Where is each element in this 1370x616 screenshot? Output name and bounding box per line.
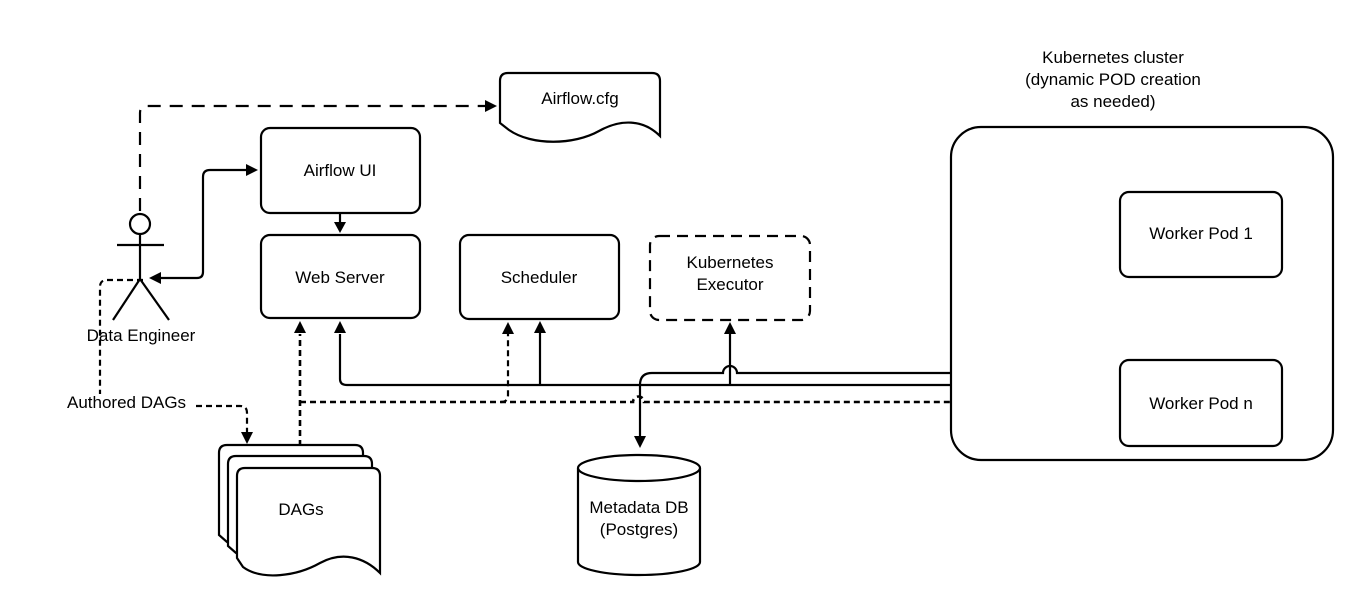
kubernetes-cluster-label-line2: (dynamic POD creation: [1025, 70, 1201, 89]
kubernetes-cluster-label-line1: Kubernetes cluster: [1042, 48, 1184, 67]
arrowhead: [294, 321, 306, 333]
worker-pod-n-box: [1118, 358, 1284, 448]
kubernetes-executor-label-line1: Kubernetes: [687, 253, 774, 272]
metadata-db-label-line2: (Postgres): [600, 520, 678, 539]
worker-pod-n-node: Worker Pod n: [1118, 358, 1284, 448]
edge-engineer-airflow-ui: [161, 168, 246, 280]
metadata-db-node: Metadata DB (Postgres): [576, 453, 702, 577]
data-engineer-figure: Data Engineer: [87, 212, 196, 345]
arrowhead: [534, 321, 546, 333]
scheduler-label: Scheduler: [501, 268, 578, 287]
edge-dag-bus-scheduler: [500, 334, 510, 404]
stick-figure-head: [128, 212, 152, 236]
kubernetes-cluster-label-line3: as needed): [1070, 92, 1155, 111]
stick-figure-leg-right: [139, 278, 170, 321]
edge-engineer-dags-part2: [196, 404, 249, 432]
edge-dag-bus-main: [300, 395, 1106, 404]
kubernetes-executor-node: Kubernetes Executor: [648, 234, 812, 322]
kubernetes-executor-label-line2: Executor: [696, 275, 763, 294]
kubernetes-executor-box: [648, 234, 812, 322]
arrowhead: [149, 272, 161, 284]
scheduler-box: [458, 233, 621, 321]
dags-sheet-front: [235, 466, 382, 577]
airflow-cfg-node: Airflow.cfg: [498, 71, 662, 143]
web-server-label: Web Server: [295, 268, 385, 287]
airflow-ui-box: [259, 126, 422, 215]
worker-pod-n-label: Worker Pod n: [1149, 394, 1253, 413]
arrowhead: [502, 322, 514, 334]
edge-engineer-cfg: [138, 104, 485, 211]
worker-pod-1-node: Worker Pod 1: [1118, 190, 1284, 279]
airflow-ui-node: Airflow UI: [259, 126, 422, 215]
metadata-db-label-line1: Metadata DB: [589, 498, 688, 517]
data-engineer-label: Data Engineer: [87, 326, 196, 345]
web-server-box: [259, 233, 422, 320]
authored-dags-label: Authored DAGs: [67, 393, 186, 412]
arrowhead: [724, 322, 736, 334]
airflow-cfg-document-shape: [498, 71, 662, 143]
arrowhead: [634, 436, 646, 448]
arrowhead: [334, 222, 346, 233]
worker-pod-1-label: Worker Pod 1: [1149, 224, 1253, 243]
airflow-ui-label: Airflow UI: [304, 161, 377, 180]
stick-figure-leg-left: [112, 278, 141, 321]
web-server-node: Web Server: [259, 233, 422, 320]
airflow-cfg-label: Airflow.cfg: [541, 89, 618, 108]
arrowhead: [334, 321, 346, 333]
arrowhead: [485, 100, 497, 112]
arrowhead: [246, 164, 258, 176]
scheduler-node: Scheduler: [458, 233, 621, 321]
metadata-db-cylinder-top: [576, 453, 702, 483]
dags-node: DAGs: [217, 443, 382, 577]
dags-label: DAGs: [278, 500, 323, 519]
edge-engineer-dags-part1: [98, 278, 143, 394]
worker-pod-1-box: [1118, 190, 1284, 279]
arrowhead: [241, 432, 253, 444]
metadata-db-cylinder-body: [576, 468, 702, 577]
